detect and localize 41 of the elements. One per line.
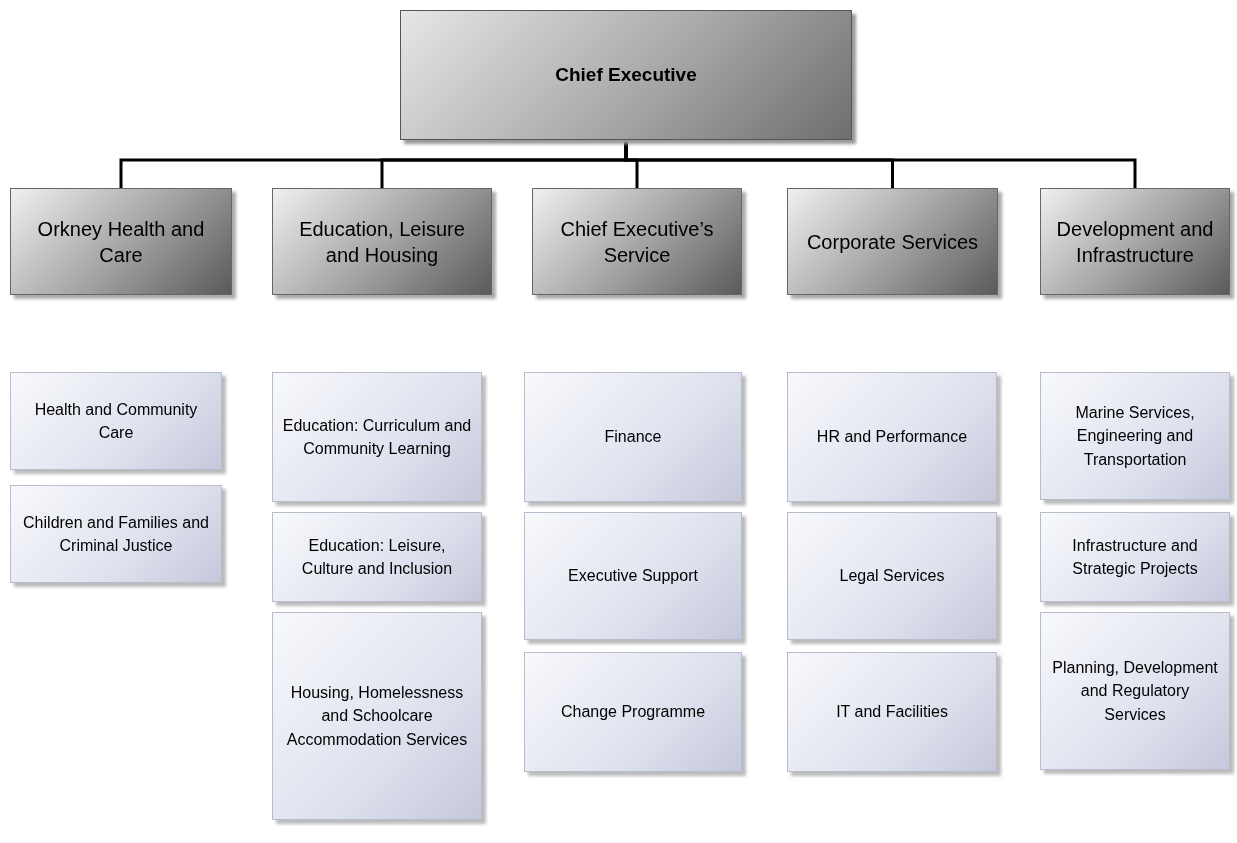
directorate-box [1040, 188, 1230, 295]
node-label: Chief Executive’s Service [559, 216, 715, 268]
node-label: Orkney Health and Care [36, 216, 206, 268]
service-box [787, 512, 997, 640]
service-box [10, 485, 222, 583]
node-label: Chief Executive [554, 63, 698, 87]
node-label: Change Programme [559, 702, 707, 723]
node-label: Executive Support [567, 566, 699, 587]
node-label: Corporate Services [805, 229, 980, 255]
service-box [10, 372, 222, 470]
service-box [272, 372, 482, 502]
node-label: Education: Leisure, Culture and Inclusion [300, 535, 454, 579]
service-box [1040, 612, 1230, 770]
node-label: Health and Community Care [33, 399, 199, 443]
node-label: Children and Families and Criminal Justice [22, 512, 210, 556]
node-label: Education, Leisure and Housing [298, 216, 466, 268]
node-label: Marine Services, Engineering and Transportation [1074, 403, 1196, 470]
service-box [787, 372, 997, 502]
service-box [787, 652, 997, 772]
node-label: Infrastructure and Strategic Projects [1071, 535, 1199, 579]
service-box [1040, 512, 1230, 602]
service-box [524, 512, 742, 640]
node-label: Development and Infrastructure [1055, 216, 1215, 268]
directorate-box [787, 188, 998, 295]
connector-line [624, 140, 1137, 188]
node-label: HR and Performance [815, 427, 969, 448]
service-box [272, 612, 482, 820]
node-label: Housing, Homelessness and Schoolcare Accommodation Services [285, 683, 469, 750]
executive-box [400, 10, 852, 140]
node-label: Finance [603, 427, 663, 448]
directorate-box [10, 188, 232, 295]
node-label: Legal Services [838, 566, 946, 587]
service-box [524, 372, 742, 502]
directorate-box [272, 188, 492, 295]
node-label: Education: Curriculum and Community Learning [281, 415, 473, 459]
node-label: Planning, Development and Regulatory Services [1051, 658, 1219, 725]
service-box [272, 512, 482, 602]
service-box [524, 652, 742, 772]
directorate-box [532, 188, 742, 295]
node-label: IT and Facilities [835, 702, 949, 723]
service-box [1040, 372, 1230, 500]
